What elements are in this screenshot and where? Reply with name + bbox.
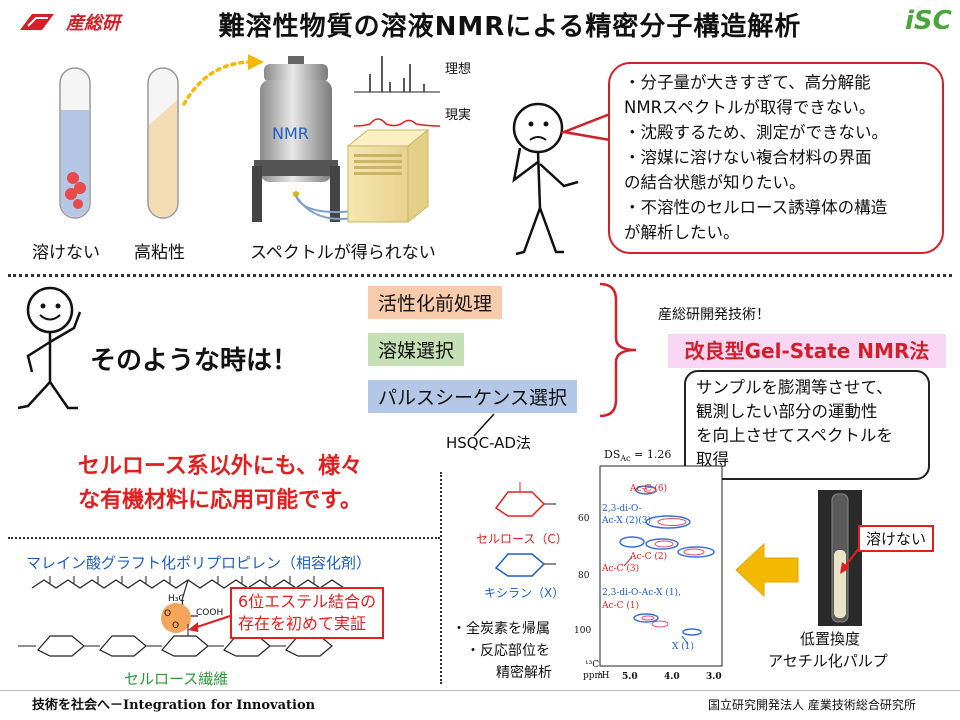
aist-logo-text: 産総研: [66, 13, 120, 34]
cellulose-label: セルロース（C）: [476, 532, 568, 546]
h3c-label: H₃C: [168, 594, 185, 604]
peak-label: Ac-C (6): [630, 484, 668, 494]
y-tick: 80: [578, 571, 590, 581]
ds-label: DSAc = 1.26: [604, 448, 671, 463]
cellulose-fiber-label: セルロース繊維: [124, 670, 229, 688]
no-spectrum-label: スペクトルが得られない: [250, 243, 436, 263]
isc-logo: iSC: [905, 6, 952, 36]
pulp-sample-tube-photo: [818, 490, 862, 626]
bubble-tail: [560, 112, 611, 142]
ester-highlight-icon: O O: [161, 603, 191, 633]
application-message-line: セルロース系以外にも、様々: [77, 454, 363, 479]
cooh-label: COOH: [196, 608, 224, 618]
pulp-label: 低置換度: [800, 630, 861, 648]
tag-pulse: パルスシーケンス選択: [368, 380, 578, 413]
axis-unit-c: ¹³C: [585, 660, 600, 670]
method-desc-line: を向上させてスペクトルを: [696, 426, 893, 445]
axis-unit-h: ¹H: [598, 671, 610, 681]
ds-label-text: DS: [604, 448, 621, 461]
analysis-bullet: 精密解析: [496, 665, 552, 681]
callout-arrow-icon: [188, 615, 231, 632]
page-title: 難溶性物質の溶液NMRによる精密分子構造解析: [218, 12, 802, 42]
tube-label-viscous: 高粘性: [134, 243, 185, 263]
solution-lead: そのような時は！: [90, 346, 299, 376]
peak-label: Ac-C (1): [602, 601, 640, 611]
ester-callout-line: 6位エステル結合の: [238, 592, 377, 611]
bubble-line: ・溶媒に溶けない複合材料の界面: [624, 148, 872, 167]
y-tick: 60: [578, 514, 590, 524]
test-tubes-illustration: [59, 67, 179, 219]
yellow-left-arrow-icon: [735, 542, 799, 598]
spectra-illustration: [353, 56, 441, 127]
xylan-unit-structure: [494, 553, 556, 577]
bubble-line: ・不溶性のセルロース誘導体の構造: [624, 198, 888, 217]
peak-label: Ac-C (2): [630, 552, 668, 562]
method-desc-line: 取得: [696, 450, 729, 469]
peak-label: X (1): [672, 642, 695, 652]
peak-label: 2,3-di-O-Ac-X (1),: [602, 588, 681, 598]
bubble-line: ・沈殿するため、測定ができない。: [624, 123, 888, 142]
hsqc-pointer-line: [473, 413, 495, 437]
section-divider: [8, 274, 952, 277]
application-message-line: な有機材料に応用可能です。: [78, 488, 362, 513]
section-divider-vertical: [440, 472, 442, 684]
section-divider-left: [8, 537, 440, 539]
dev-label: 産総研開発技術！: [658, 307, 770, 323]
ds-value: = 1.26: [634, 448, 672, 461]
dotted-arrow-icon: [182, 54, 264, 106]
y-tick: 100: [574, 626, 592, 636]
ester-callout-line: 存在を初めて実証: [238, 614, 367, 633]
svg-text:O: O: [172, 621, 179, 631]
real-spectrum-label: 現実: [445, 108, 472, 123]
method-title: 改良型Gel-State NMR法: [668, 334, 946, 368]
analysis-bullet: ・全炭素を帰属: [452, 621, 550, 637]
method-desc-line: 観測したい部分の運動性: [696, 402, 878, 421]
ds-subscript: Ac: [620, 454, 631, 464]
hsqc-label: HSQC-AD法: [446, 434, 531, 452]
tag-activation: 活性化前処理: [368, 286, 503, 319]
ester-callout: 6位エステル結合の 存在を初めて実証: [230, 587, 385, 639]
bubble-line: の結合状態が知りたい。: [624, 173, 806, 192]
nmr-machine-illustration: [252, 56, 430, 224]
bubble-line: が解析したい。: [624, 223, 740, 242]
footer-divider: [0, 690, 960, 691]
nmr-machine-label: NMR: [272, 124, 309, 143]
peak-label: Ac-C (3): [602, 564, 640, 574]
aist-logo-icon: [20, 14, 54, 30]
pulp-label: アセチル化パルプ: [768, 652, 888, 670]
method-desc-line: サンプルを膨潤等させて、: [696, 378, 893, 397]
analysis-bullet: ・反応部位を: [466, 643, 550, 659]
cellulose-unit-structure: [494, 482, 556, 517]
happy-person-icon: [17, 286, 82, 410]
method-description: サンプルを膨潤等させて、 観測したい部分の運動性 を向上させてスペクトルを 取得: [684, 370, 930, 480]
ideal-spectrum-label: 理想: [445, 62, 472, 77]
problem-bubble: ・分子量が大きすぎて、高分解能 NMRスペクトルが取得できない。 ・沈殿するため…: [608, 62, 944, 254]
x-tick: 4.0: [664, 672, 680, 682]
hsqc-spectrum-plot: [599, 465, 723, 667]
tube-label-insoluble: 溶けない: [32, 243, 100, 263]
worried-person-icon: [512, 102, 579, 256]
peak-label: 2,3-di-O-: [602, 504, 642, 514]
footer-org: 国立研究開発法人 産業技術総合研究所: [708, 698, 916, 712]
compatibilizer-label: マレイン酸グラフト化ポリプロピレン（相容化剤）: [26, 554, 372, 572]
x-tick: 5.0: [622, 672, 638, 682]
x-tick: 3.0: [706, 672, 722, 682]
application-message: セルロース系以外にも、様々 な有機材料に応用可能です。: [20, 450, 420, 518]
peak-label: Ac-X (2)(3): [602, 516, 652, 526]
insoluble-callout: 溶けない: [858, 525, 935, 552]
axis-unit-ppm: ppm: [583, 671, 604, 681]
footer-slogan: 技術を社会へ－Integration for Innovation: [32, 698, 316, 713]
svg-text:O: O: [164, 609, 171, 619]
bubble-line: NMRスペクトルが取得できない。: [624, 98, 876, 117]
xylan-label: キシラン（X）: [484, 586, 565, 600]
brace-icon: [599, 282, 637, 418]
bubble-line: ・分子量が大きすぎて、高分解能: [624, 73, 871, 92]
tag-solvent: 溶媒選択: [368, 333, 465, 366]
